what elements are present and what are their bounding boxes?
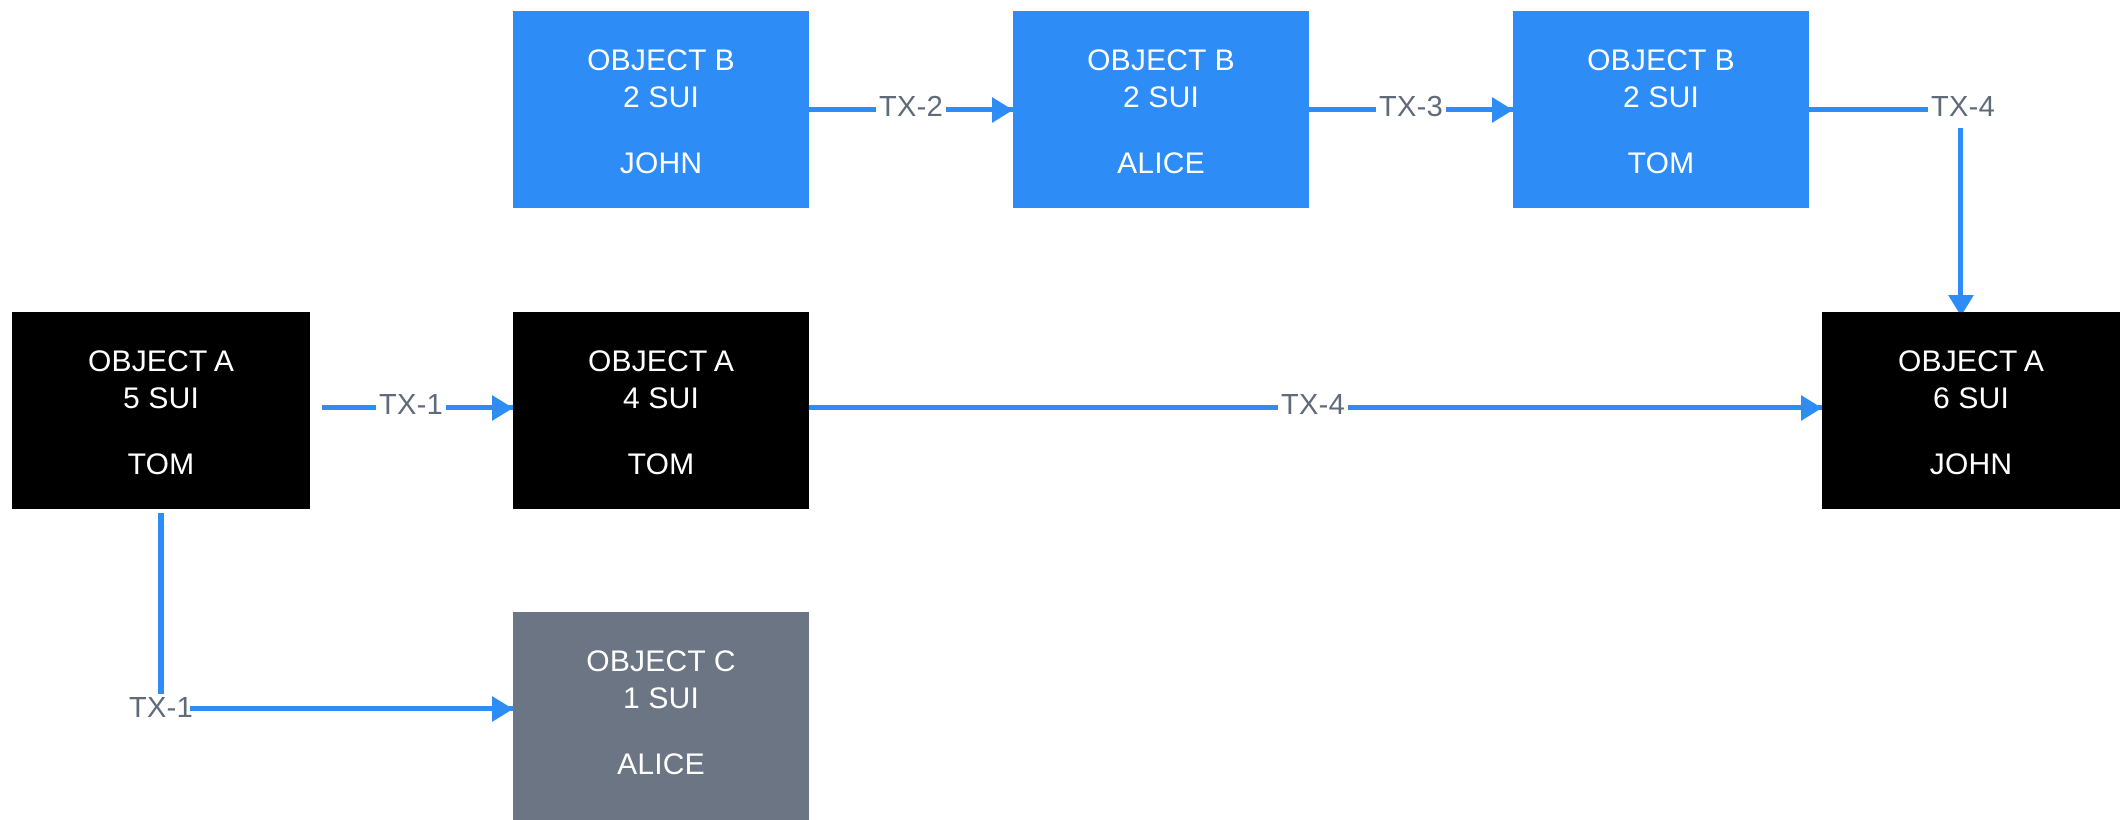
node-object-b-alice[interactable]: OBJECT B 2 SUI ALICE [1013,11,1309,208]
node-amount-label: 1 SUI [622,682,700,715]
edge-tx4-branch-hline [1809,107,1931,112]
node-owner-label: ALICE [1117,147,1205,180]
edge-label-tx1: TX-1 [376,391,447,420]
edge-tx4-branch-vline [1958,128,1963,300]
node-object-a-4sui-tom[interactable]: OBJECT A 4 SUI TOM [513,312,809,509]
edge-tx4-branch-arrowhead [1948,295,1974,316]
node-object-a-5sui-tom[interactable]: OBJECT A 5 SUI TOM [12,312,310,509]
edge-tx4-main-arrowhead [1801,395,1822,421]
edge-tx1-split-arrowhead [492,696,513,722]
node-owner-label: TOM [1627,147,1695,180]
node-amount-label: 5 SUI [122,382,200,415]
node-amount-label: 2 SUI [1122,81,1200,114]
node-amount-label: 6 SUI [1932,382,2010,415]
node-object-label: OBJECT B [1087,44,1235,77]
edge-tx1-split-hline [190,706,513,711]
node-object-b-john[interactable]: OBJECT B 2 SUI JOHN [513,11,809,208]
node-amount-label: 4 SUI [622,382,700,415]
edge-tx2-arrowhead [992,97,1013,123]
node-owner-label: ALICE [617,748,705,781]
node-amount-label: 2 SUI [622,81,700,114]
edge-label-tx4-main: TX-4 [1278,391,1349,420]
node-amount-label: 2 SUI [1622,81,1700,114]
node-owner-label: TOM [627,448,695,481]
edge-tx1-split-vline [158,513,164,701]
edge-tx1-arrowhead [492,395,513,421]
node-object-b-tom[interactable]: OBJECT B 2 SUI TOM [1513,11,1809,208]
node-object-a-6sui-john[interactable]: OBJECT A 6 SUI JOHN [1822,312,2120,509]
edge-tx3-arrowhead [1492,97,1513,123]
node-owner-label: JOHN [1929,448,2013,481]
node-object-c-alice[interactable]: OBJECT C 1 SUI ALICE [513,612,809,820]
node-object-label: OBJECT B [587,44,735,77]
edge-label-tx3: TX-3 [1376,93,1447,122]
edge-label-tx4-branch: TX-4 [1928,93,1999,122]
node-object-label: OBJECT B [1587,44,1735,77]
node-object-label: OBJECT A [87,345,235,378]
edge-label-tx1-split: TX-1 [126,694,197,723]
node-owner-label: TOM [127,448,195,481]
node-object-label: OBJECT A [587,345,735,378]
node-object-label: OBJECT C [586,645,736,678]
edge-label-tx2: TX-2 [876,93,947,122]
node-object-label: OBJECT A [1897,345,2045,378]
node-owner-label: JOHN [619,147,703,180]
